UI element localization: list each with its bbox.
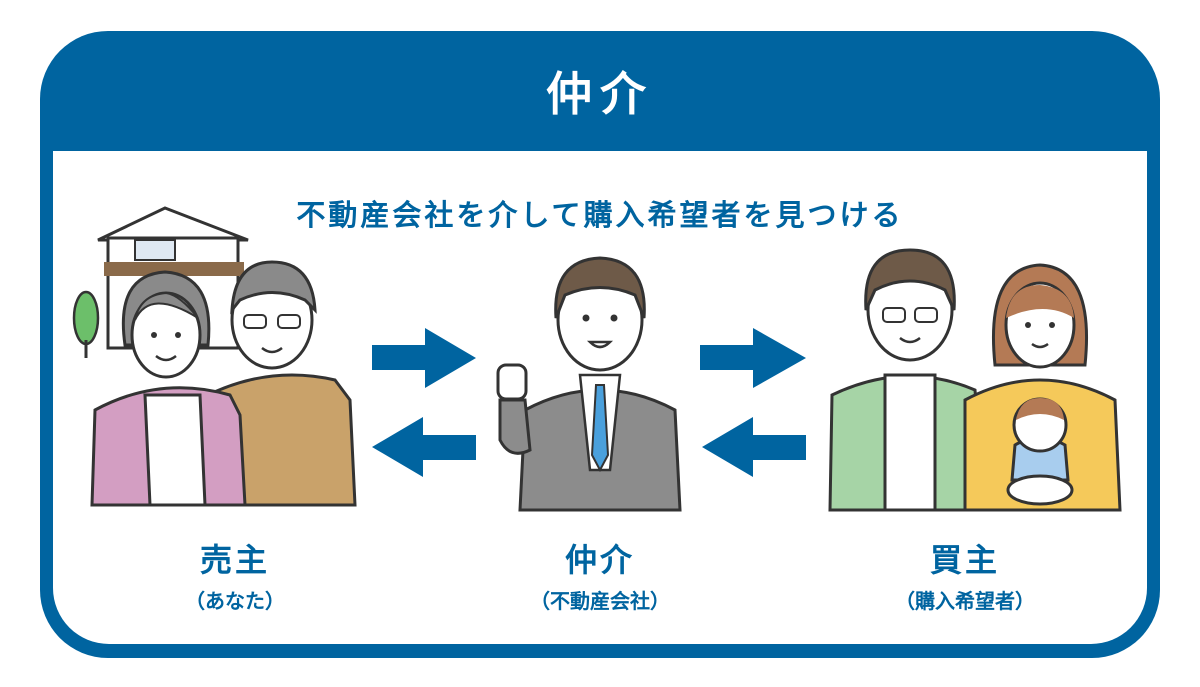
header-title: 仲介 xyxy=(546,67,654,121)
seller-title: 売主 xyxy=(199,541,270,579)
buyer-man xyxy=(828,248,987,512)
arrow-right-icon xyxy=(700,328,806,388)
agent-subtitle: （不動産会社） xyxy=(530,589,670,613)
subtitle: 不動産会社を介して購入希望者を見つける xyxy=(296,198,904,232)
seller-subtitle: （あなた） xyxy=(185,589,285,613)
buyer-woman-with-baby xyxy=(963,263,1122,512)
agent-title: 仲介 xyxy=(564,541,635,579)
seller-label: 売主 （あなた） xyxy=(115,535,355,614)
agent-businessman xyxy=(496,256,682,512)
agent-label: 仲介 （不動産会社） xyxy=(480,535,720,614)
buyer-label: 買主 （購入希望者） xyxy=(845,535,1085,614)
arrow-left-icon xyxy=(702,417,806,477)
buyer-title: 買主 xyxy=(929,541,1000,579)
arrow-right-icon xyxy=(372,328,476,388)
arrow-left-icon xyxy=(372,417,476,477)
seller-woman xyxy=(90,270,247,507)
buyer-subtitle: （購入希望者） xyxy=(895,589,1035,613)
